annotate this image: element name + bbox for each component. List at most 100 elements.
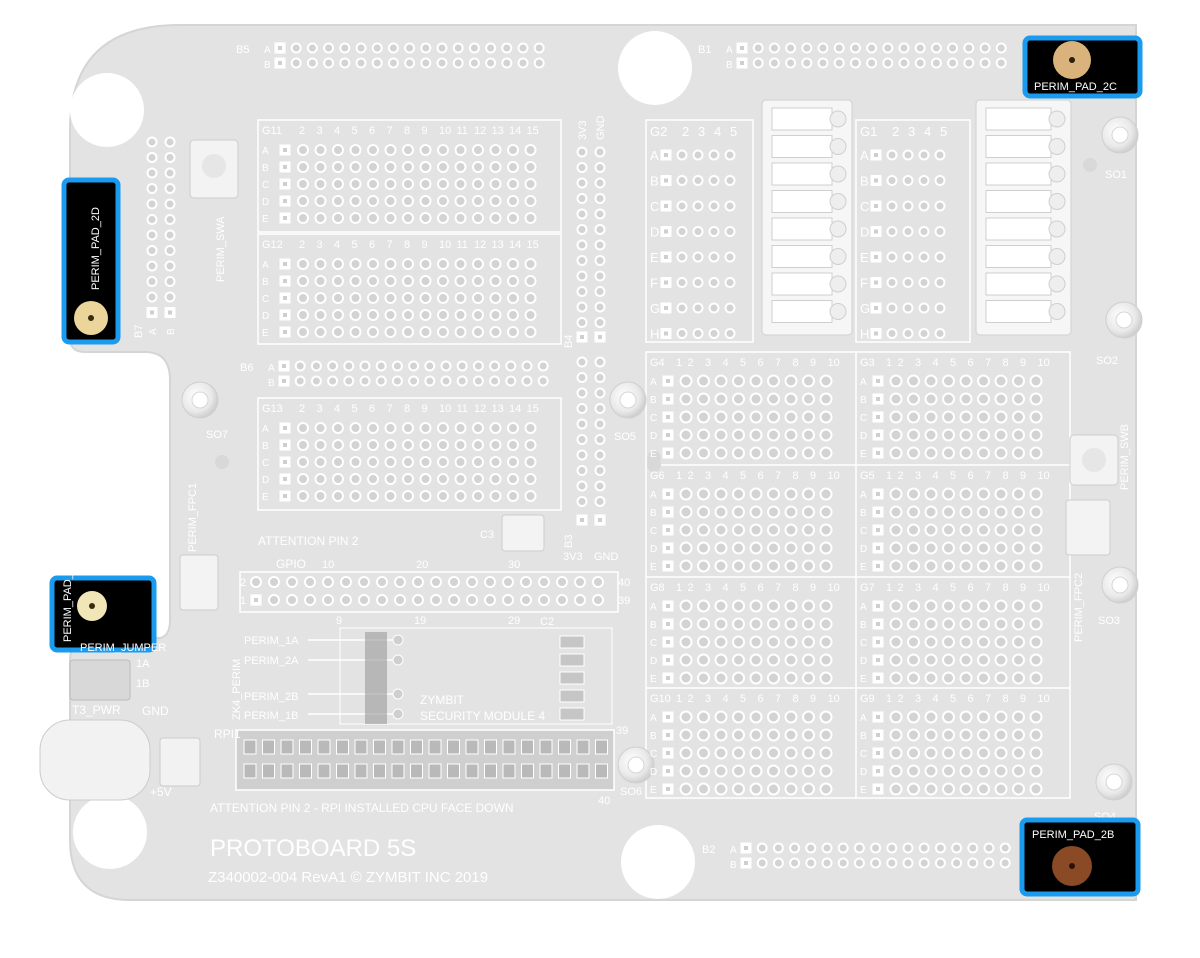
terminal-slot — [771, 245, 833, 268]
lower-hole — [959, 487, 973, 501]
group-hole — [524, 161, 537, 173]
bank-row-label: A — [726, 45, 733, 56]
lower-hole — [977, 782, 990, 796]
row-letter: E — [262, 214, 269, 225]
group-hole — [454, 161, 467, 173]
lower-column-number: 9 — [1020, 693, 1026, 705]
lower-hole — [1012, 728, 1025, 742]
group-hole — [297, 258, 309, 270]
terminal-group-label: G2 — [650, 124, 667, 139]
group-hole — [454, 144, 467, 156]
group-hole — [472, 275, 484, 287]
lower-hole — [907, 559, 920, 573]
rpi-pin — [521, 739, 534, 755]
lower-hole — [977, 374, 990, 388]
lower-hole — [994, 523, 1008, 537]
lower-column-number: 8 — [1003, 582, 1009, 594]
lower-hole — [889, 710, 903, 724]
group-hole — [349, 195, 362, 207]
rpi-pin — [410, 739, 423, 755]
rpi-pin — [521, 763, 534, 779]
bank-hole — [979, 42, 991, 54]
rail-hole — [576, 480, 588, 492]
lower-hole — [924, 410, 938, 424]
square-pad-hole — [876, 640, 880, 644]
lower-column-number: 5 — [950, 470, 956, 482]
lower-hole — [767, 392, 780, 406]
lower-hole — [959, 446, 973, 460]
terminal-hole — [676, 200, 688, 212]
lower-row-letter: C — [860, 413, 867, 424]
lower-column-number: 3 — [915, 693, 921, 705]
square-pad-hole — [666, 492, 670, 496]
lower-hole — [924, 671, 938, 685]
group-hole — [419, 473, 432, 485]
terminal-hole — [708, 328, 720, 339]
gpio-hole — [430, 576, 442, 588]
bank-hole — [870, 857, 882, 869]
lower-column-number: 6 — [758, 693, 764, 705]
group-hole — [419, 292, 432, 304]
terminal-slot — [985, 107, 1052, 131]
lower-hole — [994, 410, 1008, 424]
lower-hole — [679, 653, 693, 667]
group-hole — [472, 144, 484, 156]
group-hole — [367, 144, 379, 156]
b7-hole — [146, 214, 158, 225]
terminal-screw — [1048, 193, 1066, 210]
bank-hole — [436, 57, 448, 69]
terminal-hole — [692, 175, 704, 186]
group-hole — [489, 456, 502, 468]
switch-swb-button — [1082, 448, 1106, 472]
lower-hole — [977, 392, 990, 406]
group-hole — [367, 161, 379, 173]
group-hole — [437, 258, 449, 270]
lower-hole — [942, 653, 955, 667]
gpio-hole — [304, 594, 316, 606]
terminal-hole — [934, 175, 946, 186]
zk4-connector — [365, 632, 387, 724]
group-hole — [314, 178, 327, 190]
lower-hole — [942, 746, 955, 760]
lower-hole — [994, 559, 1008, 573]
terminal-hole — [692, 302, 704, 314]
row-letter: D — [262, 475, 269, 486]
b7-hole — [164, 229, 176, 241]
group-hole — [437, 275, 449, 287]
gpio-hole — [340, 594, 352, 606]
column-number: 14 — [509, 403, 521, 415]
lower-hole — [697, 374, 710, 388]
group-hole — [367, 309, 379, 321]
square-pad-hole — [283, 330, 287, 334]
lower-column-number: 7 — [775, 357, 781, 369]
rail-hole — [594, 496, 606, 507]
lower-row-letter: B — [860, 731, 867, 742]
lower-column-number: 9 — [810, 470, 816, 482]
group-hole — [402, 439, 414, 451]
group-hole — [524, 195, 537, 207]
bank-hole — [472, 360, 484, 372]
terminal-slot — [771, 135, 833, 158]
perim-2b-label: PERIM_2B — [244, 691, 298, 703]
lower-column-number: 8 — [1003, 470, 1009, 482]
lower-hole — [959, 782, 973, 796]
bank-hole — [768, 57, 780, 69]
bank-row-label: A — [730, 845, 737, 856]
lower-hole — [942, 599, 955, 613]
square-pad-hole — [874, 280, 878, 285]
lower-hole — [1012, 710, 1025, 724]
group-hole — [524, 309, 537, 321]
bank-hole — [505, 360, 517, 372]
group-hole — [332, 258, 344, 270]
lower-hole — [679, 374, 693, 388]
gpio-pin-number: 30 — [508, 559, 520, 571]
lower-row-letter: D — [860, 431, 867, 442]
section-frame-g12 — [257, 233, 562, 345]
rail-hole — [594, 224, 606, 235]
square-pad-hole — [876, 546, 880, 550]
lower-column-number: 2 — [688, 582, 694, 594]
b3-3v3-label: 3V3 — [563, 551, 583, 563]
lower-hole — [907, 410, 920, 424]
gpio-hole — [430, 594, 442, 606]
lower-row-letter: A — [860, 713, 867, 724]
